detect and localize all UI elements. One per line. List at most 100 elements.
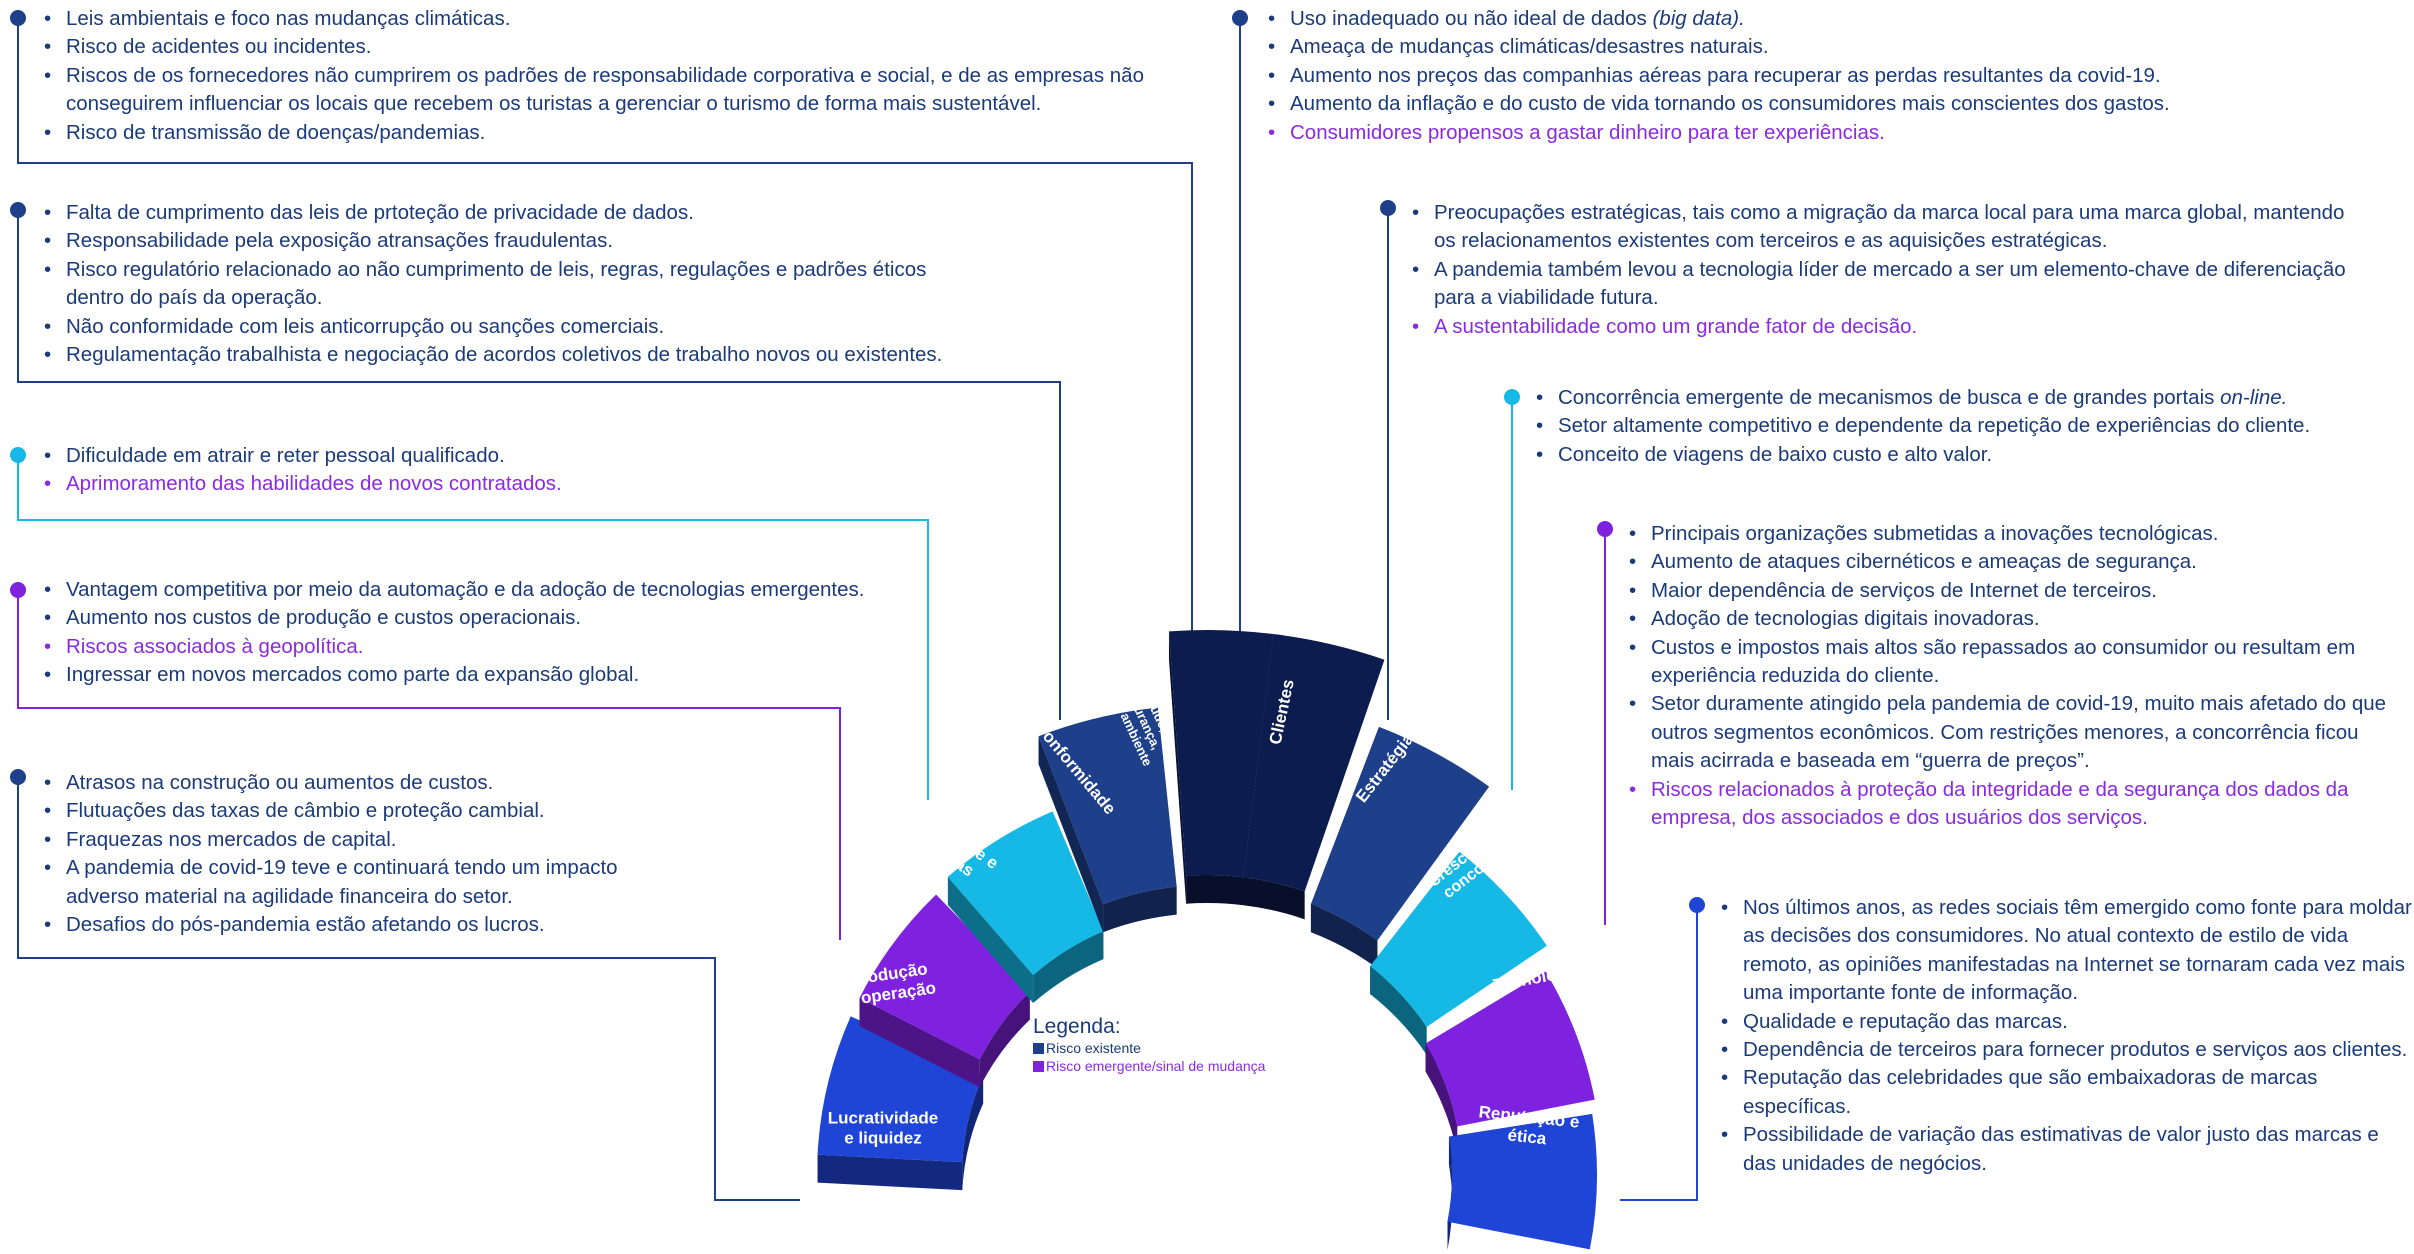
bullet-dot-sociedade — [10, 447, 26, 463]
risk-item-text: Aumento de ataques cibernéticos e ameaça… — [1651, 550, 2197, 574]
risk-group-crescimento: Concorrência emergente de mecanismos de … — [1532, 384, 2412, 470]
risk-item-text: Vantagem competitiva por meio da automaç… — [66, 578, 865, 601]
risk-item-text: Atrasos na construção ou aumentos de cus… — [66, 771, 494, 794]
connector-saude — [17, 18, 1193, 655]
segment-side — [859, 997, 980, 1088]
segment-face — [859, 894, 1030, 1060]
risk-item: Consumidores propensos a gastar dinheiro… — [1268, 119, 2414, 148]
risk-item-text: Nos últimos anos, as redes sociais têm e… — [1743, 896, 2412, 1005]
risk-item: A pandemia também levou a tecnologia líd… — [1412, 256, 2358, 313]
risk-item: Setor duramente atingido pela pandemia d… — [1629, 690, 2405, 775]
risk-item-text: Flutuações das taxas de câmbio e proteçã… — [66, 799, 545, 823]
risk-list: Atrasos na construção ou aumentos de cus… — [40, 769, 680, 940]
risk-item-text: Dificuldade em atrair e reter pessoal qu… — [66, 444, 505, 467]
risk-item: Riscos relacionados à proteção da integr… — [1629, 776, 2405, 833]
segment-crescimento — [1370, 851, 1547, 1055]
risk-list: Principais organizações submetidas a ino… — [1625, 520, 2405, 832]
bullet-dot-estrategia — [1380, 200, 1396, 216]
bullet-dot-reputacao — [1689, 897, 1705, 913]
risk-item: Setor altamente competitivo e dependente… — [1536, 412, 2412, 441]
risk-item: Dificuldade em atrair e reter pessoal qu… — [44, 442, 990, 471]
risk-item: Ingressar em novos mercados como parte d… — [44, 661, 1000, 690]
risk-item: Uso inadequado ou não ideal de dados (bi… — [1268, 5, 2414, 34]
risk-item: Não conformidade com leis anticorrupção … — [44, 313, 970, 342]
risk-group-tecnologia: Principais organizações submetidas a ino… — [1625, 520, 2405, 832]
bullet-dot-tecnologia — [1597, 521, 1613, 537]
risk-item: Nos últimos anos, as redes sociais têm e… — [1721, 894, 2414, 1008]
risk-item-text: A pandemia de covid-19 teve e continuará… — [66, 856, 618, 908]
connector-lucratividade — [17, 777, 800, 1201]
risk-group-conformidade: Falta de cumprimento das leis de prtoteç… — [40, 199, 970, 370]
segment-face — [1038, 707, 1177, 905]
risk-group-producao: Vantagem competitiva por meio da automaç… — [40, 576, 1000, 690]
risk-item-text: Preocupações estratégicas, tais como a m… — [1434, 201, 2345, 253]
risk-item: Maior dependência de serviços de Interne… — [1629, 577, 2405, 606]
segment-inner-face — [1425, 1043, 1458, 1155]
risk-item-text: Reputação das celebridades que são embai… — [1743, 1066, 2318, 1118]
risk-item: Leis ambientais e foco nas mudanças clim… — [44, 5, 1220, 34]
bullet-dot-producao — [10, 582, 26, 598]
segment-saude — [1168, 630, 1274, 906]
risk-item-text: Riscos relacionados à proteção da integr… — [1651, 777, 2349, 830]
risk-list: Vantagem competitiva por meio da automaç… — [40, 576, 1000, 690]
segment-face — [1425, 971, 1595, 1127]
risk-item: Fraquezas nos mercados de capital. — [44, 826, 680, 855]
segment-side — [1038, 736, 1104, 933]
legend-existing-swatch — [1033, 1042, 1044, 1054]
segment-face — [817, 1016, 984, 1163]
connector-producao — [17, 590, 841, 940]
segment-conformidade — [1038, 707, 1177, 933]
risk-item-text: Não conformidade com leis anticorrupção … — [66, 314, 665, 338]
segment-face — [1447, 1113, 1598, 1250]
segment-inner-face — [1310, 904, 1378, 969]
segment-face — [947, 811, 1104, 976]
risk-group-lucratividade: Atrasos na construção ou aumentos de cus… — [40, 769, 680, 940]
risk-group-sociedade: Dificuldade em atrair e reter pessoal qu… — [40, 442, 990, 499]
risk-item: Dependência de terceiros para fornecer p… — [1721, 1036, 2414, 1065]
risk-item-text: Uso inadequado ou não ideal de dados — [1290, 7, 1653, 30]
risk-group-clientes: Uso inadequado ou não ideal de dados (bi… — [1264, 5, 2414, 147]
risk-item-emphasis: on-line. — [2220, 386, 2288, 409]
segment-face — [1370, 851, 1547, 1027]
legend-title: Legenda: — [1033, 1015, 1121, 1038]
segment-tecnologia — [1425, 971, 1595, 1155]
segment-producao — [859, 894, 1030, 1088]
segment-inner-face — [1186, 875, 1244, 906]
segment-side — [947, 876, 1034, 1004]
segment-inner-face — [979, 991, 1030, 1088]
legend-emerging-swatch — [1033, 1060, 1044, 1072]
risk-item-text: Aprimoramento das habilidades de novos c… — [66, 472, 562, 496]
risk-item-text: Risco regulatório relacionado ao não cum… — [66, 257, 927, 310]
risk-item-text: Fraquezas nos mercados de capital. — [66, 827, 397, 851]
legend: Legenda: Risco existente Risco emergente… — [1033, 1015, 1265, 1075]
risk-item: Vantagem competitiva por meio da automaç… — [44, 576, 1000, 605]
risk-item: Concorrência emergente de mecanismos de … — [1536, 384, 2412, 413]
risk-list: Preocupações estratégicas, tais como a m… — [1408, 199, 2358, 341]
risk-item-text: Concorrência emergente de mecanismos de … — [1558, 386, 2221, 409]
risk-item-text: Riscos associados à geopolítica. — [66, 634, 364, 658]
risk-item: Principais organizações submetidas a ino… — [1629, 520, 2405, 549]
risk-item-text: Custos e impostos mais altos são repassa… — [1651, 635, 2356, 688]
risk-item: Preocupações estratégicas, tais como a m… — [1412, 199, 2358, 256]
risk-item: Aumento nos custos de produção e custos … — [44, 604, 1000, 633]
legend-emerging: Risco emergente/sinal de mudança — [1033, 1057, 1265, 1075]
risk-item: Adoção de tecnologias digitais inovadora… — [1629, 605, 2405, 634]
risk-item-text: Setor duramente atingido pela pandemia d… — [1651, 692, 2387, 773]
risk-item-text: Conceito de viagens de baixo custo e alt… — [1558, 442, 1993, 466]
bullet-dot-saude — [10, 10, 26, 26]
legend-existing: Risco existente — [1033, 1039, 1265, 1057]
risk-group-saude: Leis ambientais e foco nas mudanças clim… — [40, 5, 1220, 147]
risk-item: Atrasos na construção ou aumentos de cus… — [44, 769, 680, 798]
risk-item: Regulamentação trabalhista e negociação … — [44, 341, 970, 370]
segment-inner-face — [1370, 966, 1427, 1055]
risk-item: Risco regulatório relacionado ao não cum… — [44, 256, 970, 313]
segment-reputacao — [1447, 1113, 1598, 1250]
risk-item-emphasis: (big data). — [1652, 7, 1745, 30]
risk-item-text: Riscos de os fornecedores não cumprirem … — [66, 63, 1144, 116]
segment-inner-face — [1243, 877, 1305, 920]
risk-item-text: Qualidade e reputação das marcas. — [1743, 1009, 2068, 1033]
